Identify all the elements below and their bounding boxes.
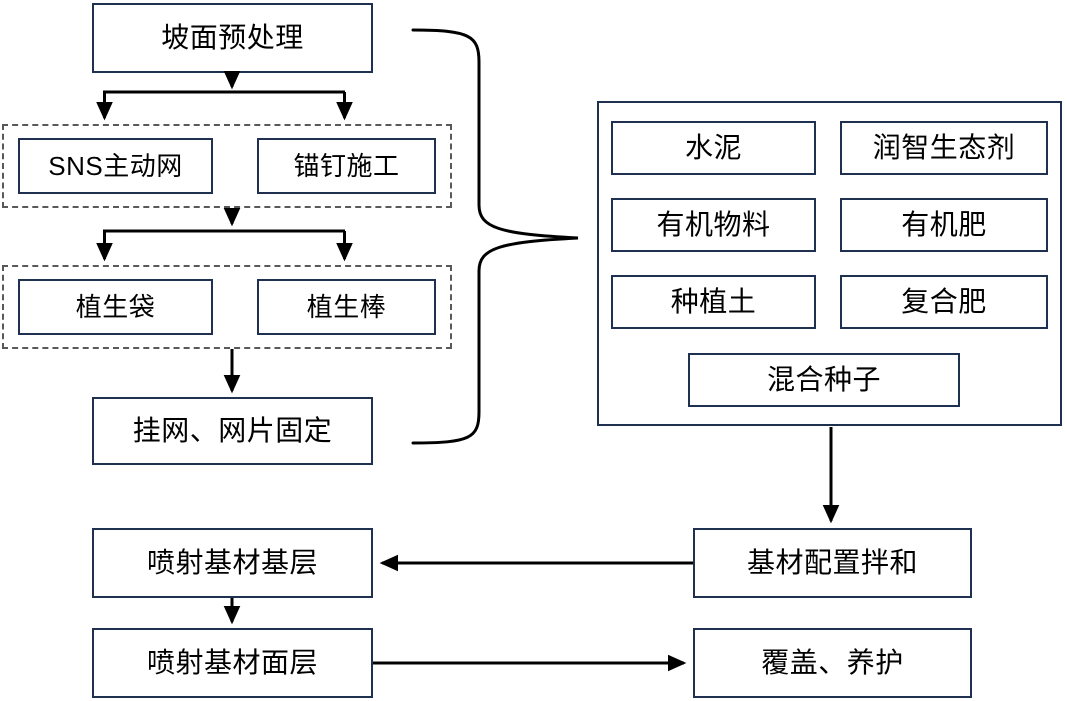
node-vegetation-stick[interactable]: 植生棒 bbox=[257, 279, 436, 335]
material-box-organic-fertilizer[interactable]: 有机肥 bbox=[840, 198, 1048, 252]
material-box-organic-material[interactable]: 有机物料 bbox=[611, 198, 816, 252]
materials-panel bbox=[597, 101, 1062, 426]
node-substrate-mixing[interactable]: 基材配置拌和 bbox=[693, 528, 972, 598]
material-box-cement[interactable]: 水泥 bbox=[611, 121, 816, 175]
material-box-runzhi-eco-agent[interactable]: 润智生态剂 bbox=[840, 121, 1048, 175]
material-box-mixed-seeds[interactable]: 混合种子 bbox=[688, 353, 960, 407]
connector-pretreatment-split bbox=[96, 70, 353, 121]
node-vegetation-bag[interactable]: 植生袋 bbox=[18, 279, 213, 335]
node-slope-pretreatment[interactable]: 坡面预处理 bbox=[92, 3, 373, 73]
node-spray-base-layer[interactable]: 喷射基材基层 bbox=[92, 528, 373, 598]
node-sns-active-net[interactable]: SNS主动网 bbox=[18, 138, 213, 194]
node-hang-net-fix[interactable]: 挂网、网片固定 bbox=[92, 397, 373, 465]
node-spray-surface-layer[interactable]: 喷射基材面层 bbox=[92, 628, 373, 698]
material-box-planting-soil[interactable]: 种植土 bbox=[611, 275, 816, 329]
material-box-compound-fertilizer[interactable]: 复合肥 bbox=[840, 275, 1048, 329]
node-cover-maintenance[interactable]: 覆盖、养护 bbox=[693, 628, 972, 698]
connector-group1-split bbox=[96, 207, 353, 262]
connector-brace bbox=[411, 28, 579, 445]
node-anchor-construction[interactable]: 锚钉施工 bbox=[257, 138, 436, 194]
